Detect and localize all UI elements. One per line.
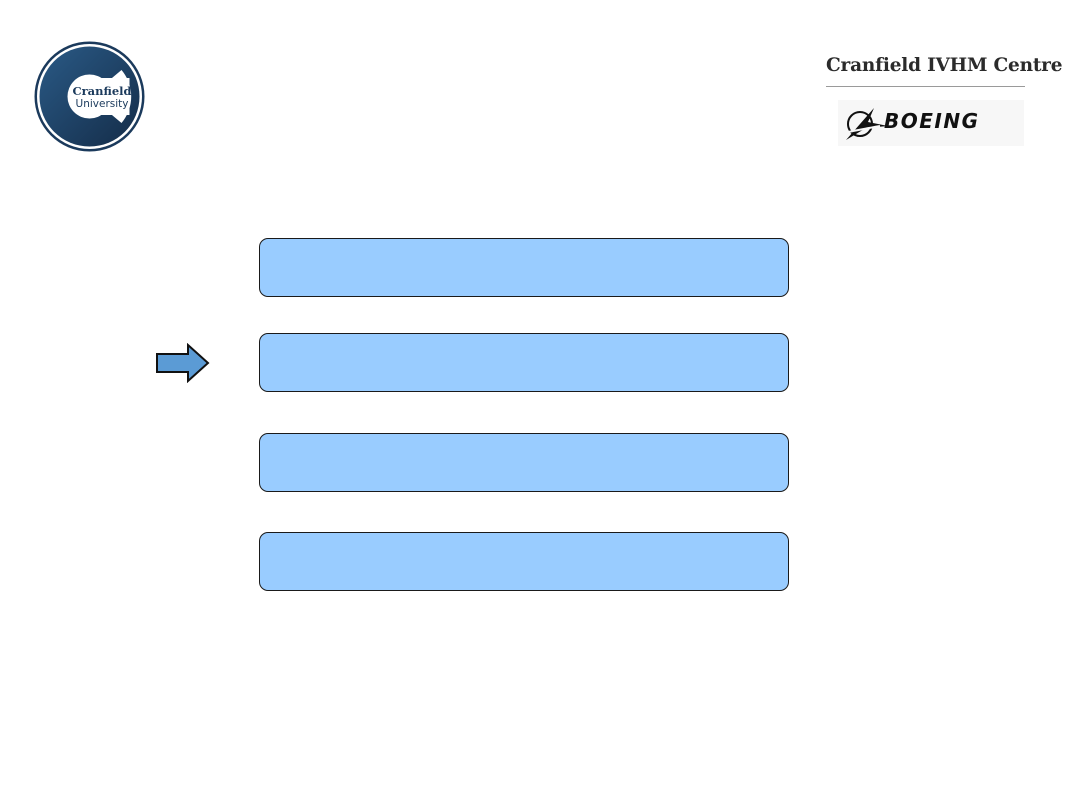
centre-title: Cranfield IVHM Centre [826,55,1063,76]
agenda-box-4 [259,532,789,591]
cranfield-logo-graphic: Cranfield University [34,41,145,152]
right-arrow-icon [156,343,210,383]
boeing-wordmark: BOEING [884,109,980,133]
current-item-arrow [155,343,211,383]
logo-text-university: University [76,98,129,110]
header-branding: Cranfield IVHM Centre [826,54,1063,87]
agenda-box-2 [259,333,789,392]
boeing-logo-graphic: BOEING [846,108,980,140]
boeing-logo: BOEING [838,100,1024,146]
agenda-box-3 [259,433,789,492]
logo-text-cranfield: Cranfield [72,84,131,98]
agenda-box-1 [259,238,789,297]
cranfield-university-logo: Cranfield University [33,40,146,153]
header-divider [826,86,1025,87]
boeing-emblem-icon [846,108,888,140]
